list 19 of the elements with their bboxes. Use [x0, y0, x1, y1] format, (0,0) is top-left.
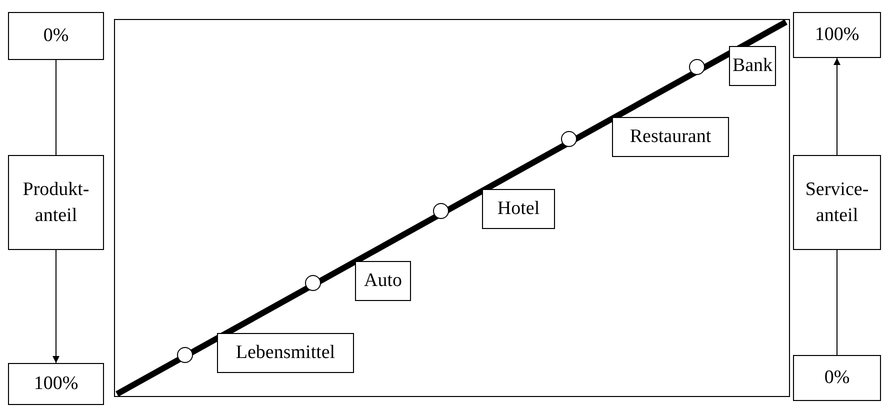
- marker-circle: [689, 59, 705, 75]
- label-box: Produkt- anteil: [8, 155, 104, 250]
- label-box: Bank: [729, 46, 776, 86]
- label-box: Lebensmittel: [217, 333, 354, 373]
- label-box: 100%: [8, 363, 104, 405]
- marker-circle: [561, 131, 577, 147]
- label-box: Hotel: [482, 189, 555, 229]
- label-box: 0%: [793, 355, 881, 401]
- label-box: Service- anteil: [793, 155, 881, 250]
- label-box: 100%: [793, 12, 881, 58]
- label-box: Restaurant: [612, 117, 729, 157]
- marker-circle: [177, 347, 193, 363]
- connector-line: [836, 250, 838, 356]
- label-box: 0%: [8, 12, 104, 60]
- marker-circle: [433, 203, 449, 219]
- label-box: Auto: [355, 261, 411, 301]
- marker-circle: [305, 275, 321, 291]
- arrow: [52, 250, 60, 364]
- arrow: [834, 58, 840, 156]
